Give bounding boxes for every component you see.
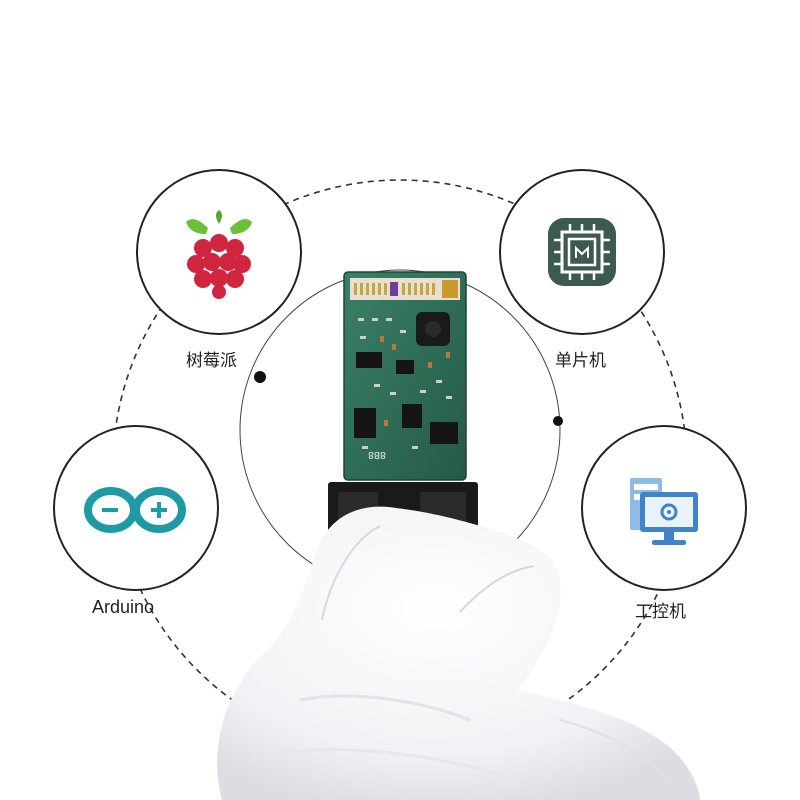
industrial-computer-icon xyxy=(630,478,698,545)
raspberry-pi-label: 树莓派 xyxy=(186,351,237,371)
orbit-dot-left xyxy=(254,371,266,383)
raspberry-pi-icon xyxy=(186,210,252,299)
orbit-dot-right xyxy=(553,416,563,426)
mcu-node xyxy=(499,169,665,335)
arduino-node xyxy=(53,425,219,591)
mcu-label: 单片机 xyxy=(555,351,606,371)
laser-module-pcb: 8B8 xyxy=(328,271,478,544)
ipc-label: 工控机 xyxy=(635,602,686,622)
arduino-infinity-icon xyxy=(84,487,186,533)
arduino-label: Arduino xyxy=(92,597,155,617)
pcb-silkscreen-text: 8B8 xyxy=(368,449,386,460)
raspberry-pi-node xyxy=(136,169,302,335)
microchip-icon xyxy=(548,218,616,286)
glove xyxy=(217,506,700,800)
ipc-node xyxy=(581,425,747,591)
